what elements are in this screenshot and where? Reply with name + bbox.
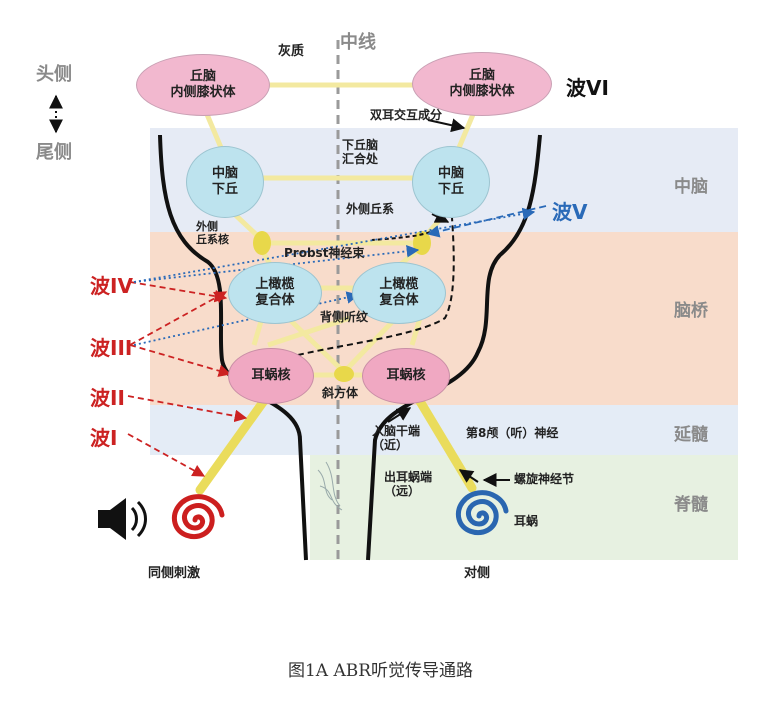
caudal-label: 尾侧: [36, 142, 72, 163]
contra-label: 对侧: [464, 566, 491, 581]
binaural-label: 双耳交互成分: [370, 108, 443, 122]
spinal-band: [310, 455, 738, 560]
fiber-sketch: [317, 461, 343, 511]
midline-label: 中线: [340, 32, 376, 53]
ipsi-label: 同侧刺激: [148, 566, 201, 581]
trapezoid-dot: [334, 366, 354, 382]
lgn-left-node: 丘脑 内侧膝状体: [136, 54, 270, 116]
wave-1: 波I: [90, 426, 118, 450]
region-midbrain: 中脑: [674, 177, 708, 197]
wave-6: 波VI: [566, 76, 609, 100]
brainstem-outline-left: [158, 134, 308, 561]
ic-right-node: 中脑 下丘: [412, 146, 490, 218]
dorsal-stria-path: [297, 217, 455, 356]
cn-right-node: 耳蜗核: [362, 348, 450, 404]
cn8-label: 第8颅（听）神经: [466, 426, 559, 440]
blue-spiral-icon: [455, 490, 509, 535]
trapezoid-label: 斜方体: [322, 386, 359, 400]
nerve-left: [195, 393, 271, 495]
cochlea-label: 耳蜗: [514, 514, 539, 528]
ll-nucleus-left-dot: [253, 231, 271, 255]
region-pons: 脑桥: [674, 301, 708, 321]
soc-right-node: 上橄榄 复合体: [352, 262, 446, 324]
ll-nucleus-label: 外侧 丘系核: [196, 220, 229, 247]
cn-left-node: 耳蜗核: [228, 348, 314, 404]
region-medulla: 延髓: [674, 425, 708, 445]
lateral-lemniscus-label: 外侧丘系: [346, 202, 395, 216]
ic-commissure-label: 下丘脑 汇合处: [342, 138, 379, 167]
spiral-ganglion-label: 螺旋神经节: [514, 472, 575, 486]
cochlear-end-label: 出耳蜗端 （远）: [384, 470, 433, 499]
rostral-label: 头侧: [36, 64, 72, 85]
ic-left-node: 中脑 下丘: [186, 146, 264, 218]
dorsal-stria-label: 背侧听纹: [320, 310, 369, 324]
figure-caption: 图1A ABR听觉传导通路: [287, 661, 474, 681]
wave-3: 波III: [90, 336, 133, 360]
gray-matter-label: 灰质: [278, 44, 305, 59]
brainstem-end-label: 入脑干端 （近）: [372, 424, 421, 453]
wave-5: 波V: [552, 200, 588, 224]
probst-label: Probst神经束: [284, 246, 365, 260]
speaker-icon: [98, 498, 147, 540]
wave-4: 波IV: [90, 274, 133, 298]
region-spinal: 脊髓: [674, 495, 708, 515]
soc-left-node: 上橄榄 复合体: [228, 262, 322, 324]
red-spiral-icon: [171, 494, 225, 539]
lgn-right-node: 丘脑 内侧膝状体: [412, 52, 552, 116]
wave-2: 波II: [90, 386, 125, 410]
